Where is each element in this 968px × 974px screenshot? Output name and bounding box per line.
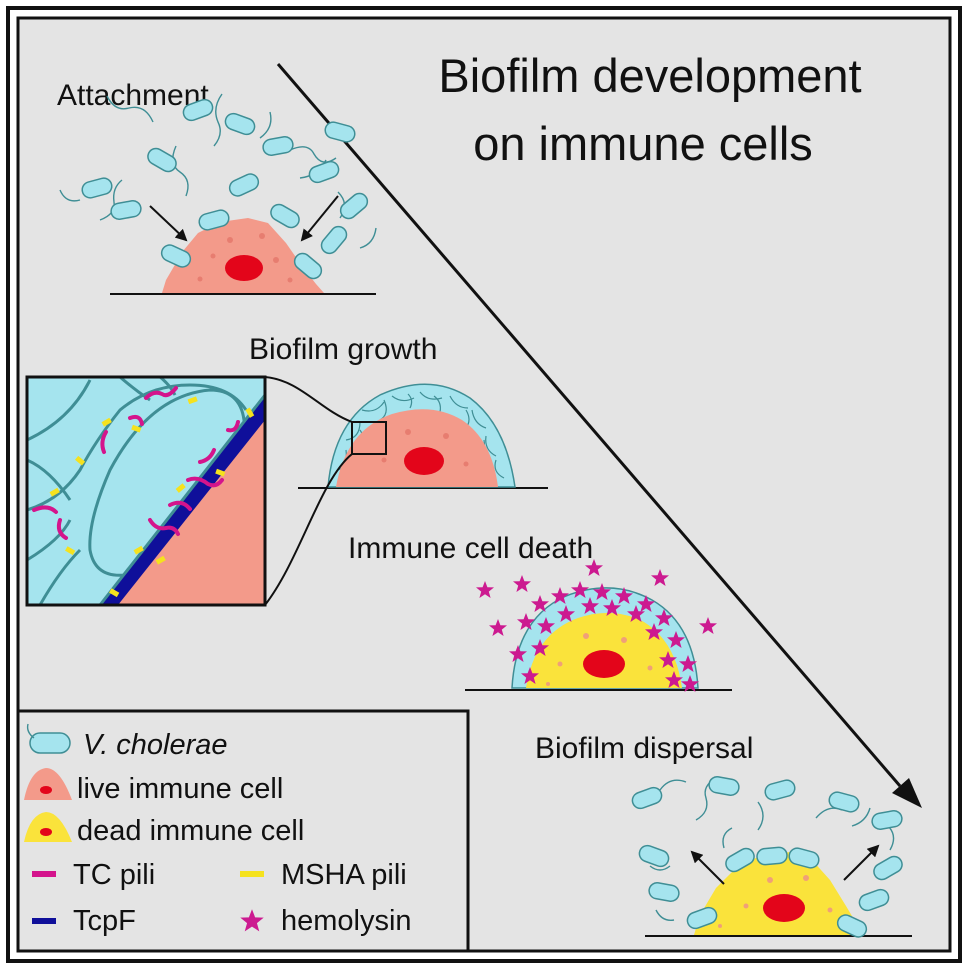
attach-arrow-right: [300, 195, 339, 242]
legend: V. cholerae live immune cell dead immune…: [16, 709, 470, 953]
cell-spots: [718, 875, 833, 928]
msha-pili: [49, 396, 255, 598]
legend-label-tcpf: TcpF: [73, 905, 136, 937]
tc-pili: [32, 386, 240, 540]
zoom-connector-top: [264, 376, 353, 423]
attach-arrow-left: [149, 205, 188, 242]
dead-immune-cell: [694, 852, 864, 935]
progression-arrow-head: [892, 778, 922, 808]
legend-item-v-cholerae: V. cholerae: [26, 723, 228, 761]
legend-label-hemolysin: hemolysin: [281, 905, 412, 937]
live-cell-swatch: [24, 768, 72, 800]
title-line-2: on immune cells: [473, 117, 813, 170]
legend-label-dead-cell: dead immune cell: [77, 815, 304, 847]
outer-frame: [6, 6, 962, 963]
legend-item-msha-pili: MSHA pili: [240, 859, 407, 891]
legend-label-live-cell: live immune cell: [77, 773, 283, 805]
cell-spots: [546, 633, 653, 686]
stage-label-attachment: Attachment: [57, 79, 209, 112]
legend-item-live-cell: live immune cell: [24, 768, 283, 805]
zoom-region-box: [351, 421, 387, 455]
legend-item-dead-cell: dead immune cell: [24, 812, 304, 847]
tcpf-swatch: [32, 918, 56, 924]
stage-label-dispersal: Biofilm dispersal: [535, 732, 753, 765]
stage-label-growth: Biofilm growth: [249, 333, 437, 366]
dispersal-arrow-left: [690, 850, 725, 885]
title-line-1: Biofilm development: [438, 49, 861, 102]
progression-arrow-line: [276, 63, 902, 787]
dead-cell-swatch: [24, 812, 72, 842]
growth-scene: [264, 376, 548, 606]
zoom-connector-bottom: [264, 453, 353, 606]
legend-label-v-cholerae: V. cholerae: [83, 729, 228, 761]
legend-label-tc-pili: TC pili: [73, 859, 155, 891]
cell-nucleus: [404, 447, 444, 475]
v-cholerae-swatch: [29, 732, 71, 754]
cell-nucleus: [225, 255, 263, 281]
legend-box: [16, 709, 470, 953]
zoom-inset: [25, 375, 267, 607]
legend-item-tc-pili: TC pili: [32, 859, 155, 891]
flagella: [59, 93, 377, 249]
msha-pili-swatch: [240, 871, 264, 877]
cell-nucleus: [583, 650, 625, 678]
dispersal-arrow-right: [843, 844, 880, 881]
attachment-scene: [59, 93, 377, 295]
cell-spots: [197, 233, 293, 283]
cell-spots: [381, 429, 469, 467]
cell-nucleus: [763, 894, 805, 922]
stage-label-death: Immune cell death: [348, 532, 593, 565]
legend-item-tcpf: TcpF: [32, 905, 136, 937]
legend-label-msha-pili: MSHA pili: [281, 859, 407, 891]
legend-item-hemolysin: hemolysin: [240, 905, 412, 937]
zoom-inset-frame: [25, 375, 267, 607]
dispersal-scene: [629, 774, 912, 941]
tc-pili-swatch: [32, 871, 56, 877]
zoomed-cell-membrane: [118, 420, 265, 605]
death-scene: [465, 559, 732, 692]
